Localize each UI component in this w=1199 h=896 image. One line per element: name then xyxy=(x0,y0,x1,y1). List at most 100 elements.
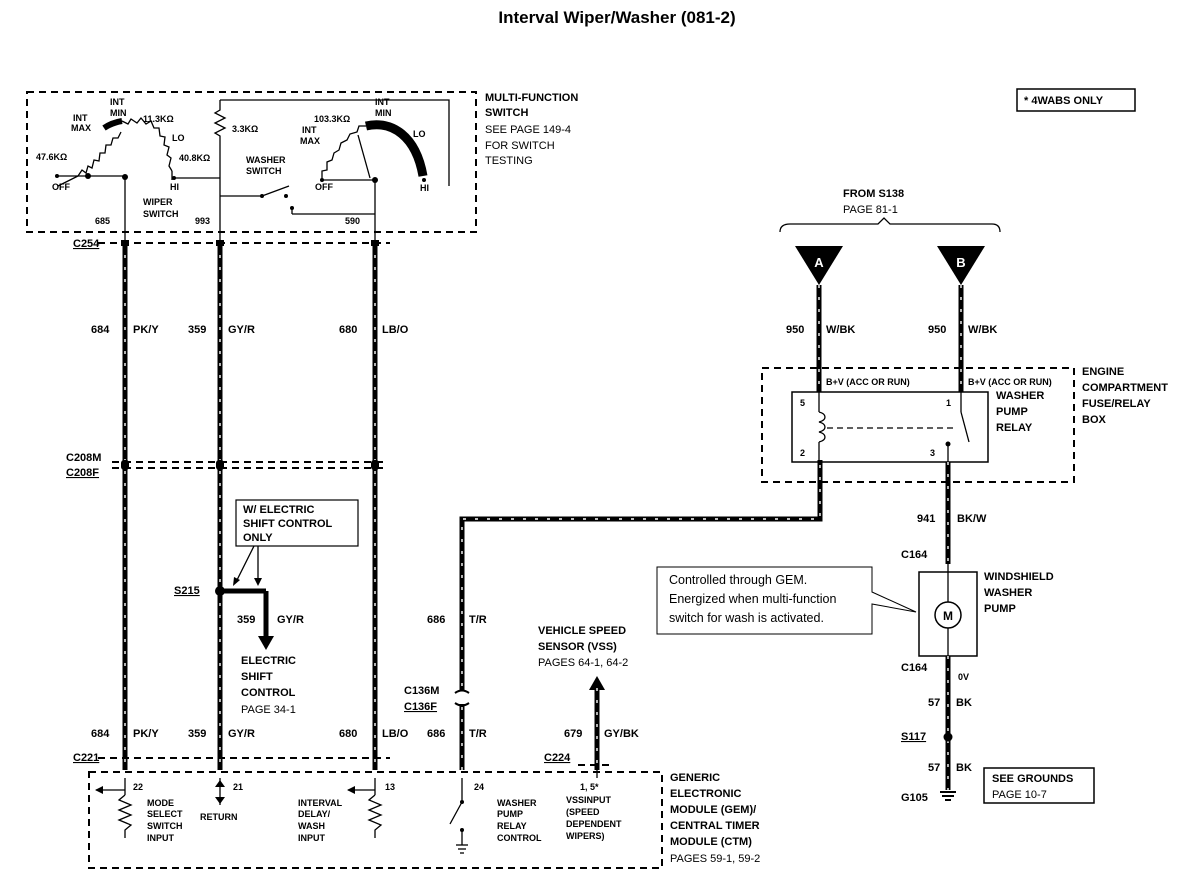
gem-title-4: CENTRAL TIMER xyxy=(670,820,760,832)
ground-icon xyxy=(940,791,956,801)
terminal-a xyxy=(795,246,843,285)
gem-mode-4: INPUT xyxy=(147,833,175,843)
c221-label: C221 xyxy=(73,752,99,764)
label-washer-switch-1: WASHER xyxy=(246,155,286,165)
w57-b-num: 57 xyxy=(928,762,940,774)
c208f-label: C208F xyxy=(66,467,99,479)
w680-bot-num: 680 xyxy=(339,728,357,740)
label-int-min-r-1: INT xyxy=(375,97,390,107)
callout-line-3: switch for wash is activated. xyxy=(669,611,824,625)
relay-pwr-b: B+V (ACC OR RUN) xyxy=(968,377,1052,387)
relay-label-2: PUMP xyxy=(996,406,1028,418)
wire-686 xyxy=(454,460,823,770)
esc-dest-1: ELECTRIC xyxy=(241,655,296,667)
note-4wabs: * 4WABS ONLY xyxy=(1024,95,1104,107)
mfs-title-3: SEE PAGE 149-4 xyxy=(485,124,571,136)
relay-coil xyxy=(818,411,826,443)
mfs-title-2: SWITCH xyxy=(485,107,528,119)
w57-a-num: 57 xyxy=(928,697,940,709)
label-wiper-switch-2: SWITCH xyxy=(143,209,179,219)
note-4wabs-box xyxy=(1016,88,1136,112)
w359-bot-num: 359 xyxy=(188,728,206,740)
washer-pump-relay: B+V (ACC OR RUN) B+V (ACC OR RUN) 5 1 2 … xyxy=(761,366,1168,483)
esc-note-2: SHIFT CONTROL xyxy=(243,518,332,530)
gem-return: RETURN xyxy=(200,812,238,822)
label-int-max-l-2: MAX xyxy=(71,123,91,133)
label-r-408: 40.8KΩ xyxy=(179,153,210,163)
w680-top-num: 680 xyxy=(339,324,357,336)
multi-function-switch: MULTI-FUNCTION SWITCH SEE PAGE 149-4 FOR… xyxy=(26,91,578,243)
w359-esc-num: 359 xyxy=(237,614,255,626)
label-hi-l: HI xyxy=(170,182,179,192)
w950-a-num: 950 xyxy=(786,324,804,336)
mfs-title-1: MULTI-FUNCTION xyxy=(485,92,578,104)
w941-num: 941 xyxy=(917,513,935,525)
label-int-max-r-2: MAX xyxy=(300,136,320,146)
from-line2: PAGE 81-1 xyxy=(843,204,898,216)
terminal-b-label: B xyxy=(956,255,965,270)
gem-vss-1: VSSINPUT xyxy=(566,795,612,805)
grounds-note-1: SEE GROUNDS xyxy=(992,773,1073,785)
terminal-a-label: A xyxy=(814,255,824,270)
gem-title-2: ELECTRONIC xyxy=(670,788,742,800)
c136m-label: C136M xyxy=(404,685,439,697)
w680-bot-color: LB/O xyxy=(382,728,409,740)
gem-title-1: GENERIC xyxy=(670,772,720,784)
c136f-label: C136F xyxy=(404,701,437,713)
label-wiper-switch-1: WIPER xyxy=(143,197,173,207)
pump-zero-v: 0V xyxy=(958,672,969,682)
gem-interval-4: INPUT xyxy=(298,833,326,843)
terminal-b xyxy=(937,246,985,285)
w57-a-color: BK xyxy=(956,697,972,709)
s215-label: S215 xyxy=(174,585,200,597)
label-hi-r: HI xyxy=(420,183,429,193)
gem-box xyxy=(88,771,663,869)
relay-pin-3: 3 xyxy=(930,448,935,458)
relay-pwr-a: B+V (ACC OR RUN) xyxy=(826,377,910,387)
esc-note-1: W/ ELECTRIC xyxy=(243,504,315,516)
pin-590: 590 xyxy=(345,216,360,226)
w57-b-color: BK xyxy=(956,762,972,774)
label-r-1033: 103.3KΩ xyxy=(314,114,350,124)
w359-top-num: 359 xyxy=(188,324,206,336)
w680-top-color: LB/O xyxy=(382,324,409,336)
label-lo-l: LO xyxy=(172,133,185,143)
box-label-4: BOX xyxy=(1082,414,1107,426)
grounds-note-2: PAGE 10-7 xyxy=(992,789,1047,801)
c164-bot-label: C164 xyxy=(901,662,928,674)
esc-dest-2: SHIFT xyxy=(241,671,273,683)
relay-box xyxy=(791,391,989,463)
box-label-2: COMPARTMENT xyxy=(1082,382,1168,394)
washer-switch-blade xyxy=(261,185,290,197)
w679-color: GY/BK xyxy=(604,728,639,740)
label-r-33: 3.3KΩ xyxy=(232,124,258,134)
c164-top-label: C164 xyxy=(901,549,928,561)
w684-top-num: 684 xyxy=(91,324,110,336)
from-line1: FROM S138 xyxy=(843,188,904,200)
esc-note-box xyxy=(235,499,359,547)
w950-b-color: W/BK xyxy=(968,324,997,336)
w686-mid-num: 686 xyxy=(427,614,445,626)
gem-washer-1: WASHER xyxy=(497,798,537,808)
grounds-note-box xyxy=(983,767,1095,804)
mfs-title-5: TESTING xyxy=(485,155,533,167)
gem-pin-13: 13 xyxy=(385,782,395,792)
callout-line-1: Controlled through GEM. xyxy=(669,573,807,587)
gem-callout: Controlled through GEM. Energized when m… xyxy=(656,566,917,635)
connector-pins xyxy=(121,240,379,470)
pump-label-2: WASHER xyxy=(984,587,1032,599)
w359-esc-color: GY/R xyxy=(277,614,304,626)
c208m-label: C208M xyxy=(66,452,101,464)
w684-top-color: PK/Y xyxy=(133,324,159,336)
pump-label-3: PUMP xyxy=(984,603,1016,615)
gem-washer-3: RELAY xyxy=(497,821,527,831)
w679-num: 679 xyxy=(564,728,582,740)
gem-vss-2: (SPEED xyxy=(566,807,600,817)
gem-mode-2: SELECT xyxy=(147,809,183,819)
label-off-r: OFF xyxy=(315,182,333,192)
relay-pin-2: 2 xyxy=(800,448,805,458)
gem-interval-2: DELAY/ xyxy=(298,809,331,819)
w686-bot-num: 686 xyxy=(427,728,445,740)
label-off-l: OFF xyxy=(52,182,70,192)
